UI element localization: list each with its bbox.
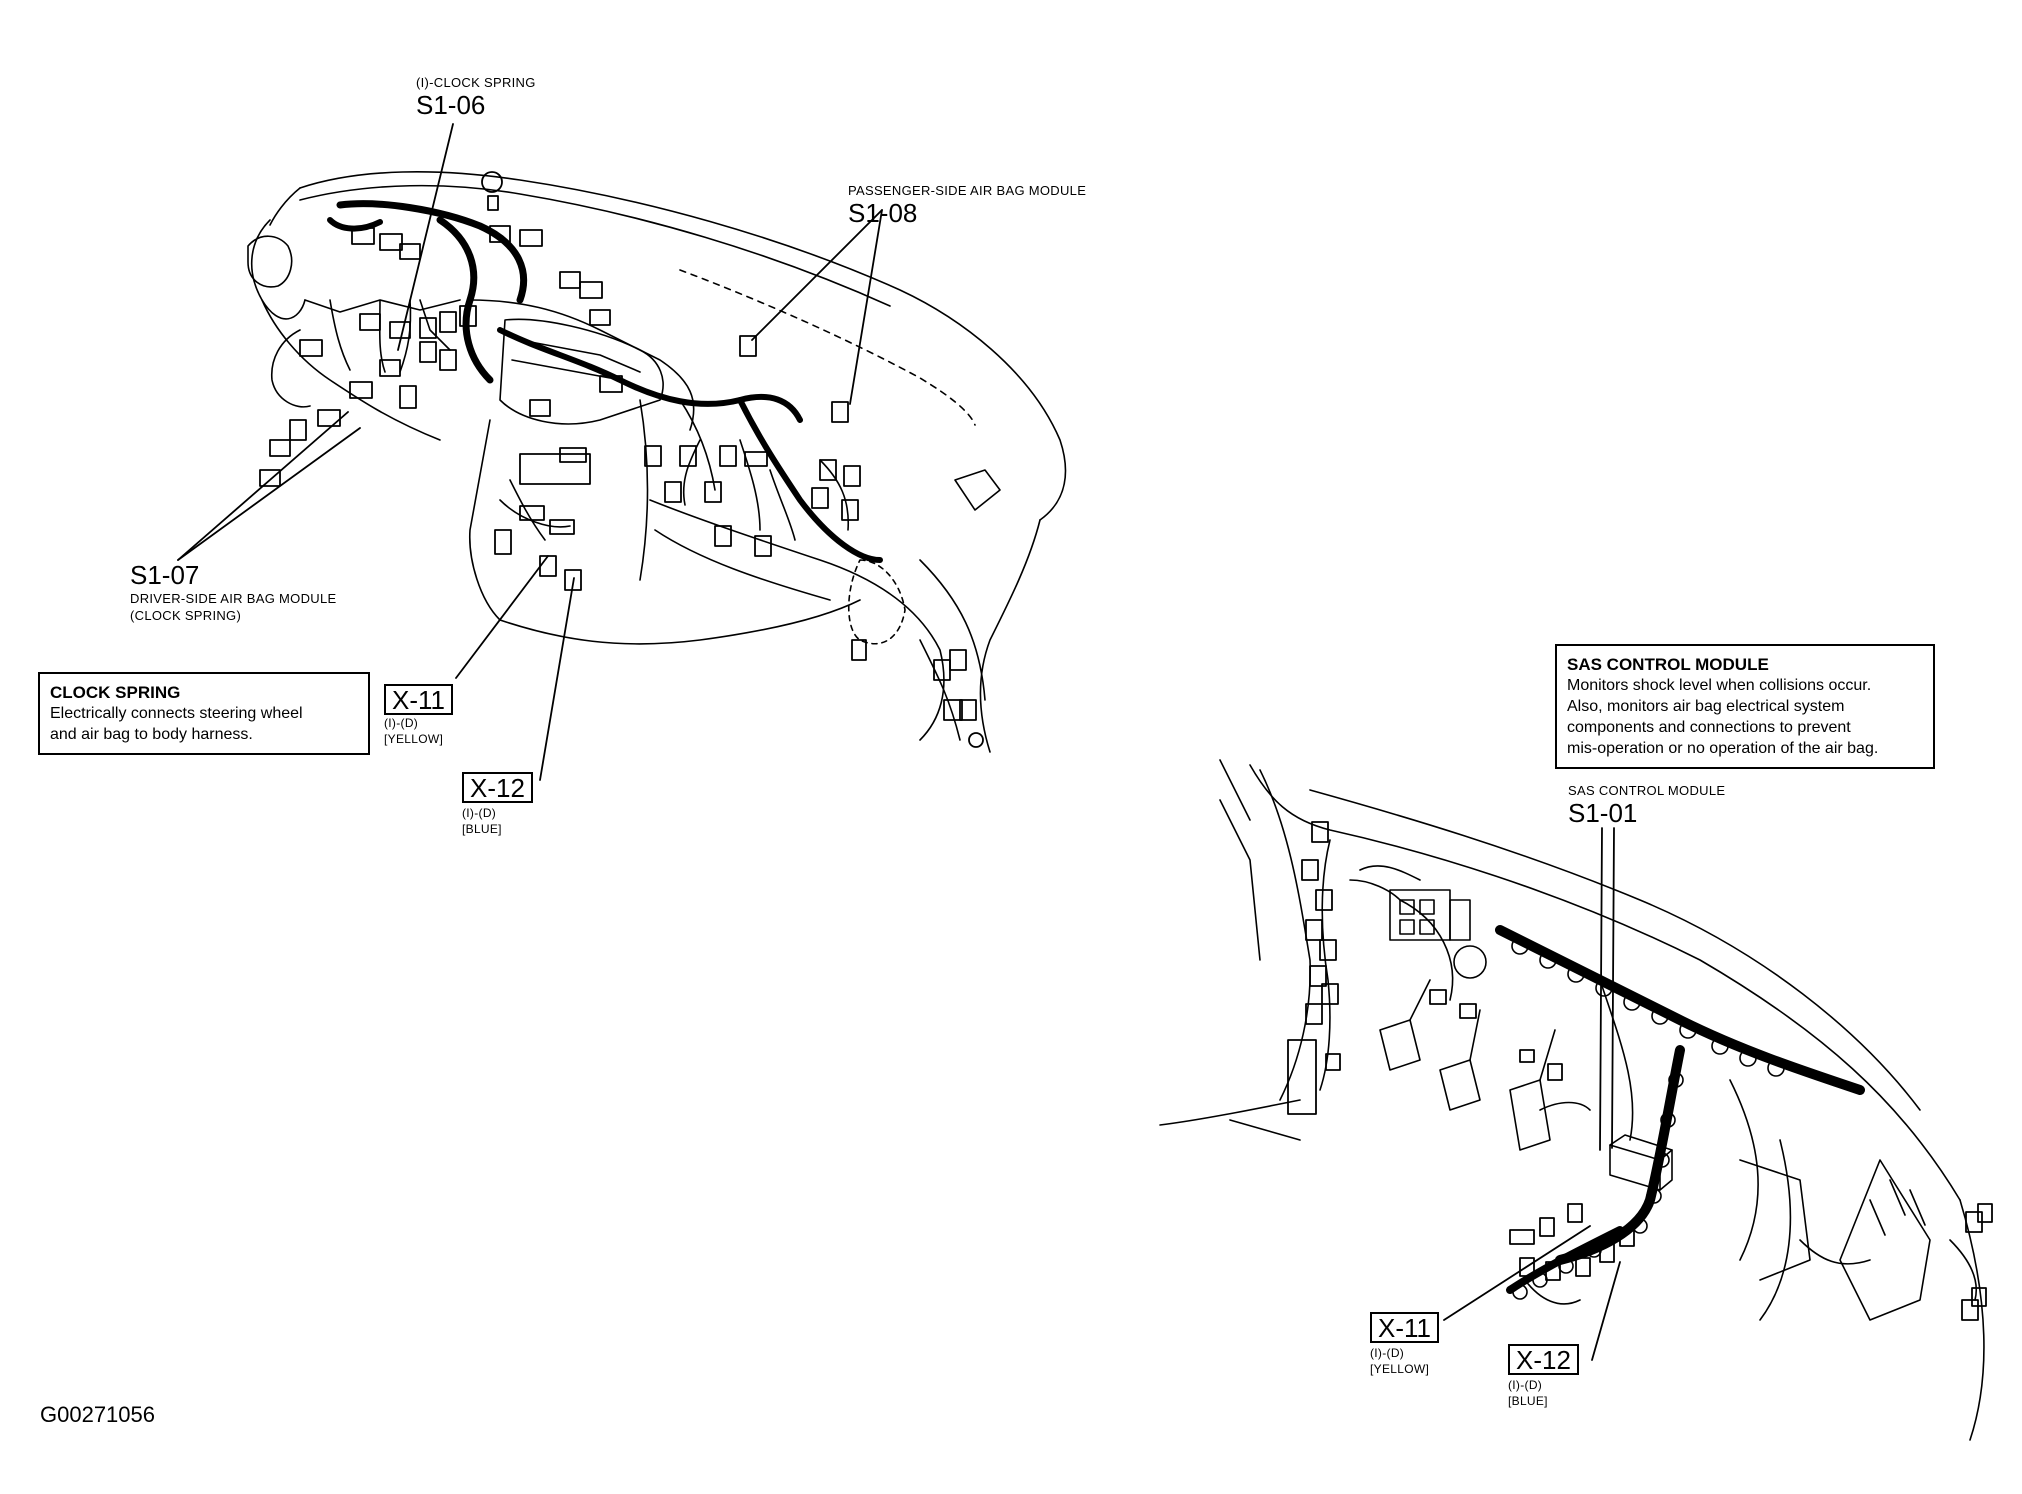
top-leader-lines [177,123,883,781]
sas-note-line1: Monitors shock level when collisions occ… [1567,677,1872,694]
connector-x11-bottom: X-11 [1370,1312,1439,1343]
figure-id: G00271056 [40,1402,155,1427]
connector-x12-top: X-12 [462,772,533,803]
top-dashboard-drawing [247,171,1067,753]
connector-x11-top: X-11 [384,684,453,715]
sas-module-desc: SAS CONTROL MODULE [1568,783,1726,798]
passenger-airbag-code: S1-08 [848,198,918,228]
clock-spring-code: S1-06 [416,90,486,120]
clock-spring-desc: (I)-CLOCK SPRING [416,75,536,90]
connector-x12-bottom: X-12 [1508,1344,1579,1375]
connector-x12-bottom-sub2: [BLUE] [1508,1394,1548,1408]
clock-spring-note: CLOCK SPRING Electrically connects steer… [38,672,370,755]
connector-x11-bottom-sub1: (I)-(D) [1370,1346,1405,1360]
sas-note-title: SAS CONTROL MODULE [1567,655,1769,674]
passenger-airbag-desc: PASSENGER-SIDE AIR BAG MODULE [848,183,1087,198]
sas-note-line4: mis-operation or no operation of the air… [1567,740,1879,757]
driver-airbag-desc-line1: DRIVER-SIDE AIR BAG MODULE [130,591,337,606]
driver-airbag-desc-line2: (CLOCK SPRING) [130,608,242,623]
clock-spring-note-title: CLOCK SPRING [50,683,181,702]
connector-x11-top-sub2: [YELLOW] [384,732,444,746]
connector-x12-top-sub2: [BLUE] [462,822,502,836]
sas-control-module-note: SAS CONTROL MODULE Monitors shock level … [1555,644,1935,769]
sas-note-line3: components and connections to prevent [1567,719,1851,736]
clock-spring-note-line1: Electrically connects steering wheel [50,705,303,722]
connector-x11-bottom-sub2: [YELLOW] [1370,1362,1430,1376]
bottom-leader-lines [1443,827,1621,1361]
connector-x12-top-sub1: (I)-(D) [462,806,497,820]
sas-module-code: S1-01 [1568,798,1638,828]
sas-note-line2: Also, monitors air bag electrical system [1567,698,1845,715]
driver-airbag-code: S1-07 [130,560,200,590]
bottom-dashboard-drawing [1159,759,1993,1441]
connector-x11-top-sub1: (I)-(D) [384,716,419,730]
connector-x12-bottom-sub1: (I)-(D) [1508,1378,1543,1392]
clock-spring-note-line2: and air bag to body harness. [50,726,253,743]
